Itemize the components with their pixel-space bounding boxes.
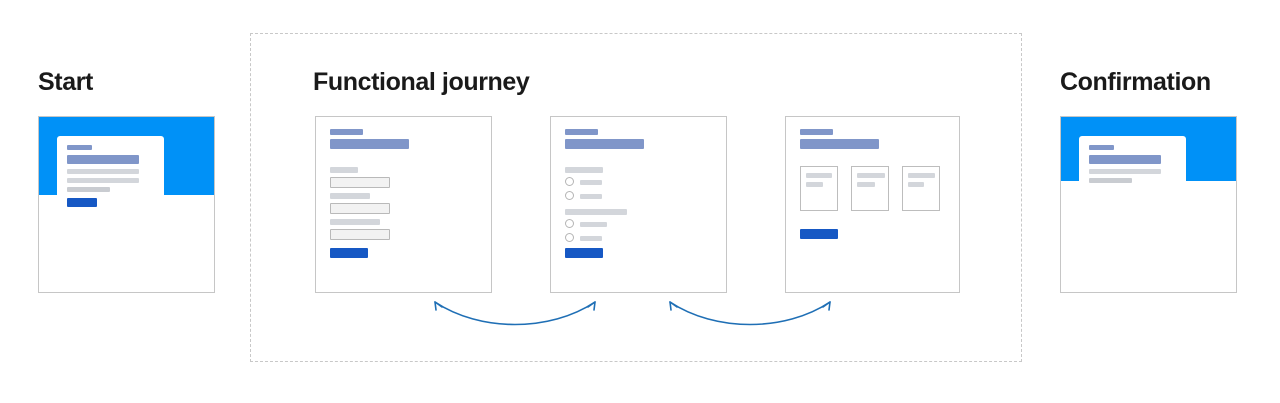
accent-bar-short [565,129,598,135]
radio-option-1-1[interactable] [565,177,574,186]
radio-option-1-2-label [580,194,602,199]
option-tile-3[interactable] [902,166,940,211]
tile-2-line-1 [857,173,885,178]
accent-bar-short [330,129,363,135]
journey-section-title: Functional journey [313,68,530,96]
journey-card-form-input [315,116,492,293]
radio-option-2-1-label [580,222,607,227]
text-line-2 [1089,178,1132,183]
start-panel [57,136,164,211]
tile-1-line-2 [806,182,823,187]
primary-submit-button[interactable] [565,248,603,258]
tile-3-line-2 [908,182,924,187]
accent-bar-short [800,129,833,135]
primary-submit-button[interactable] [800,229,838,239]
radio-option-2-2-label [580,236,602,241]
radio-option-2-2[interactable] [565,233,574,242]
text-input-3[interactable] [330,229,390,240]
journey-dashed-container [250,33,1022,362]
journey-card-tile-selection [785,116,960,293]
tile-2-line-2 [857,182,875,187]
start-screen-card [38,116,215,293]
accent-bar-long [800,139,879,149]
primary-submit-button[interactable] [67,198,97,207]
confirmation-screen-card [1060,116,1237,293]
primary-submit-button[interactable] [330,248,368,258]
text-line-1 [67,169,139,174]
accent-bar-long [1089,155,1161,164]
confirmation-section-title: Confirmation [1060,68,1211,96]
accent-bar-short [1089,145,1114,150]
text-line-3 [67,187,110,192]
radio-group-2-label [565,209,627,215]
field-label-3 [330,219,380,225]
radio-option-1-1-label [580,180,602,185]
accent-bar-long [67,155,139,164]
field-label-1 [330,167,358,173]
field-label-2 [330,193,370,199]
accent-bar-short [67,145,92,150]
text-input-1[interactable] [330,177,390,188]
bidirectional-arrow-step2-step3 [669,301,831,326]
option-tile-2[interactable] [851,166,889,211]
radio-group-1-label [565,167,603,173]
text-line-2 [67,178,139,183]
text-line-1 [1089,169,1161,174]
journey-card-radio-choice [550,116,727,293]
option-tile-1[interactable] [800,166,838,211]
accent-bar-long [565,139,644,149]
accent-bar-long [330,139,409,149]
radio-option-1-2[interactable] [565,191,574,200]
text-input-2[interactable] [330,203,390,214]
start-section-title: Start [38,68,93,96]
confirmation-panel [1079,136,1186,196]
tile-1-line-1 [806,173,832,178]
bidirectional-arrow-step1-step2 [434,301,596,326]
radio-option-2-1[interactable] [565,219,574,228]
tile-3-line-1 [908,173,935,178]
